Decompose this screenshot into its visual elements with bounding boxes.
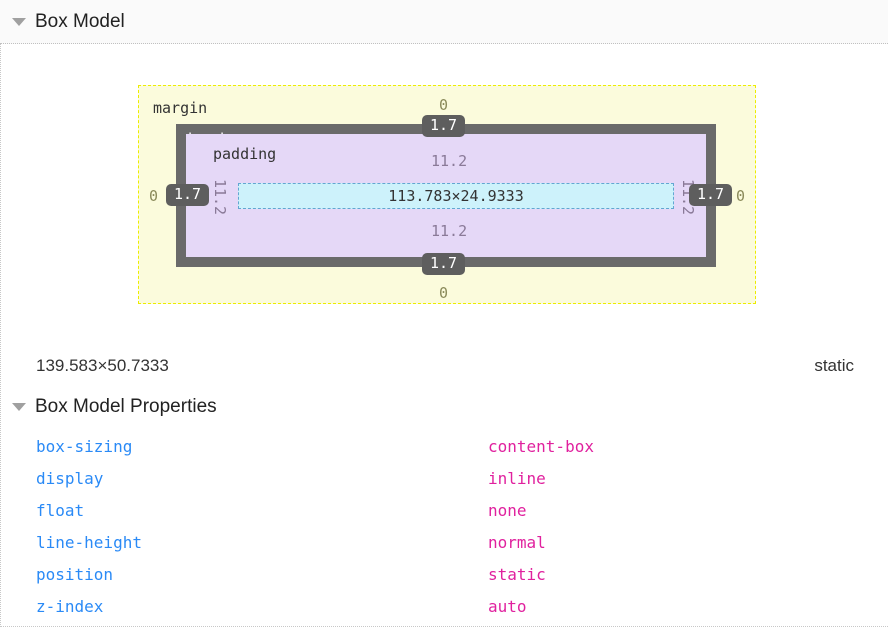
margin-box[interactable]: margin 0 0 0 0 border padding 11.2 11.2 … <box>138 85 756 304</box>
element-size-label: 139.583×50.7333 <box>36 356 169 375</box>
margin-bottom-value[interactable]: 0 <box>439 284 449 302</box>
page-title: Box Model <box>35 10 125 32</box>
padding-left-value[interactable]: 11.2 <box>211 178 230 216</box>
property-value[interactable]: auto <box>488 596 527 616</box>
property-row[interactable]: display inline <box>0 462 888 494</box>
property-row[interactable]: position static <box>0 558 888 590</box>
property-name[interactable]: float <box>36 500 85 520</box>
twisty-down-icon[interactable] <box>12 403 26 411</box>
property-row[interactable]: line-height normal <box>0 526 888 558</box>
content-box[interactable]: 113.783×24.9333 <box>238 183 674 209</box>
properties-list: box-sizing content-box display inline fl… <box>0 430 888 622</box>
property-name[interactable]: position <box>36 564 114 584</box>
padding-bottom-value[interactable]: 11.2 <box>431 222 468 240</box>
border-bottom-value[interactable]: 1.7 <box>422 253 466 276</box>
property-value[interactable]: normal <box>488 532 546 552</box>
padding-box[interactable]: padding 11.2 11.2 11.2 11.2 113.783×24.9… <box>186 134 706 257</box>
margin-left-value[interactable]: 0 <box>149 187 159 205</box>
property-value[interactable]: content-box <box>488 436 594 456</box>
twisty-down-icon[interactable] <box>12 17 26 26</box>
border-top-value[interactable]: 1.7 <box>422 115 466 138</box>
element-position-label: static <box>814 356 854 375</box>
margin-right-value[interactable]: 0 <box>736 187 746 205</box>
box-model-properties-header[interactable]: Box Model Properties <box>12 396 217 418</box>
box-model-header[interactable]: Box Model <box>0 0 888 44</box>
margin-top-value[interactable]: 0 <box>439 96 449 114</box>
property-value[interactable]: static <box>488 564 546 584</box>
panel-left-edge <box>0 44 1 627</box>
margin-region-label: margin <box>153 99 208 117</box>
border-left-value[interactable]: 1.7 <box>166 184 210 207</box>
property-row[interactable]: z-index auto <box>0 590 888 622</box>
properties-title: Box Model Properties <box>35 396 217 417</box>
property-value[interactable]: inline <box>488 468 546 488</box>
border-right-value[interactable]: 1.7 <box>689 184 733 207</box>
box-summary-row: 139.583×50.7333 static <box>0 340 888 392</box>
property-value[interactable]: none <box>488 500 527 520</box>
content-size-label: 113.783×24.9333 <box>388 187 524 205</box>
property-row[interactable]: float none <box>0 494 888 526</box>
padding-region-label: padding <box>213 145 277 163</box>
property-name[interactable]: box-sizing <box>36 436 133 456</box>
property-name[interactable]: line-height <box>36 532 142 552</box>
property-name[interactable]: display <box>36 468 104 488</box>
border-box[interactable]: border padding 11.2 11.2 11.2 11.2 113.7… <box>166 115 733 276</box>
property-name[interactable]: z-index <box>36 596 104 616</box>
padding-top-value[interactable]: 11.2 <box>431 152 468 170</box>
box-model-diagram: margin 0 0 0 0 border padding 11.2 11.2 … <box>0 44 888 340</box>
property-row[interactable]: box-sizing content-box <box>0 430 888 462</box>
